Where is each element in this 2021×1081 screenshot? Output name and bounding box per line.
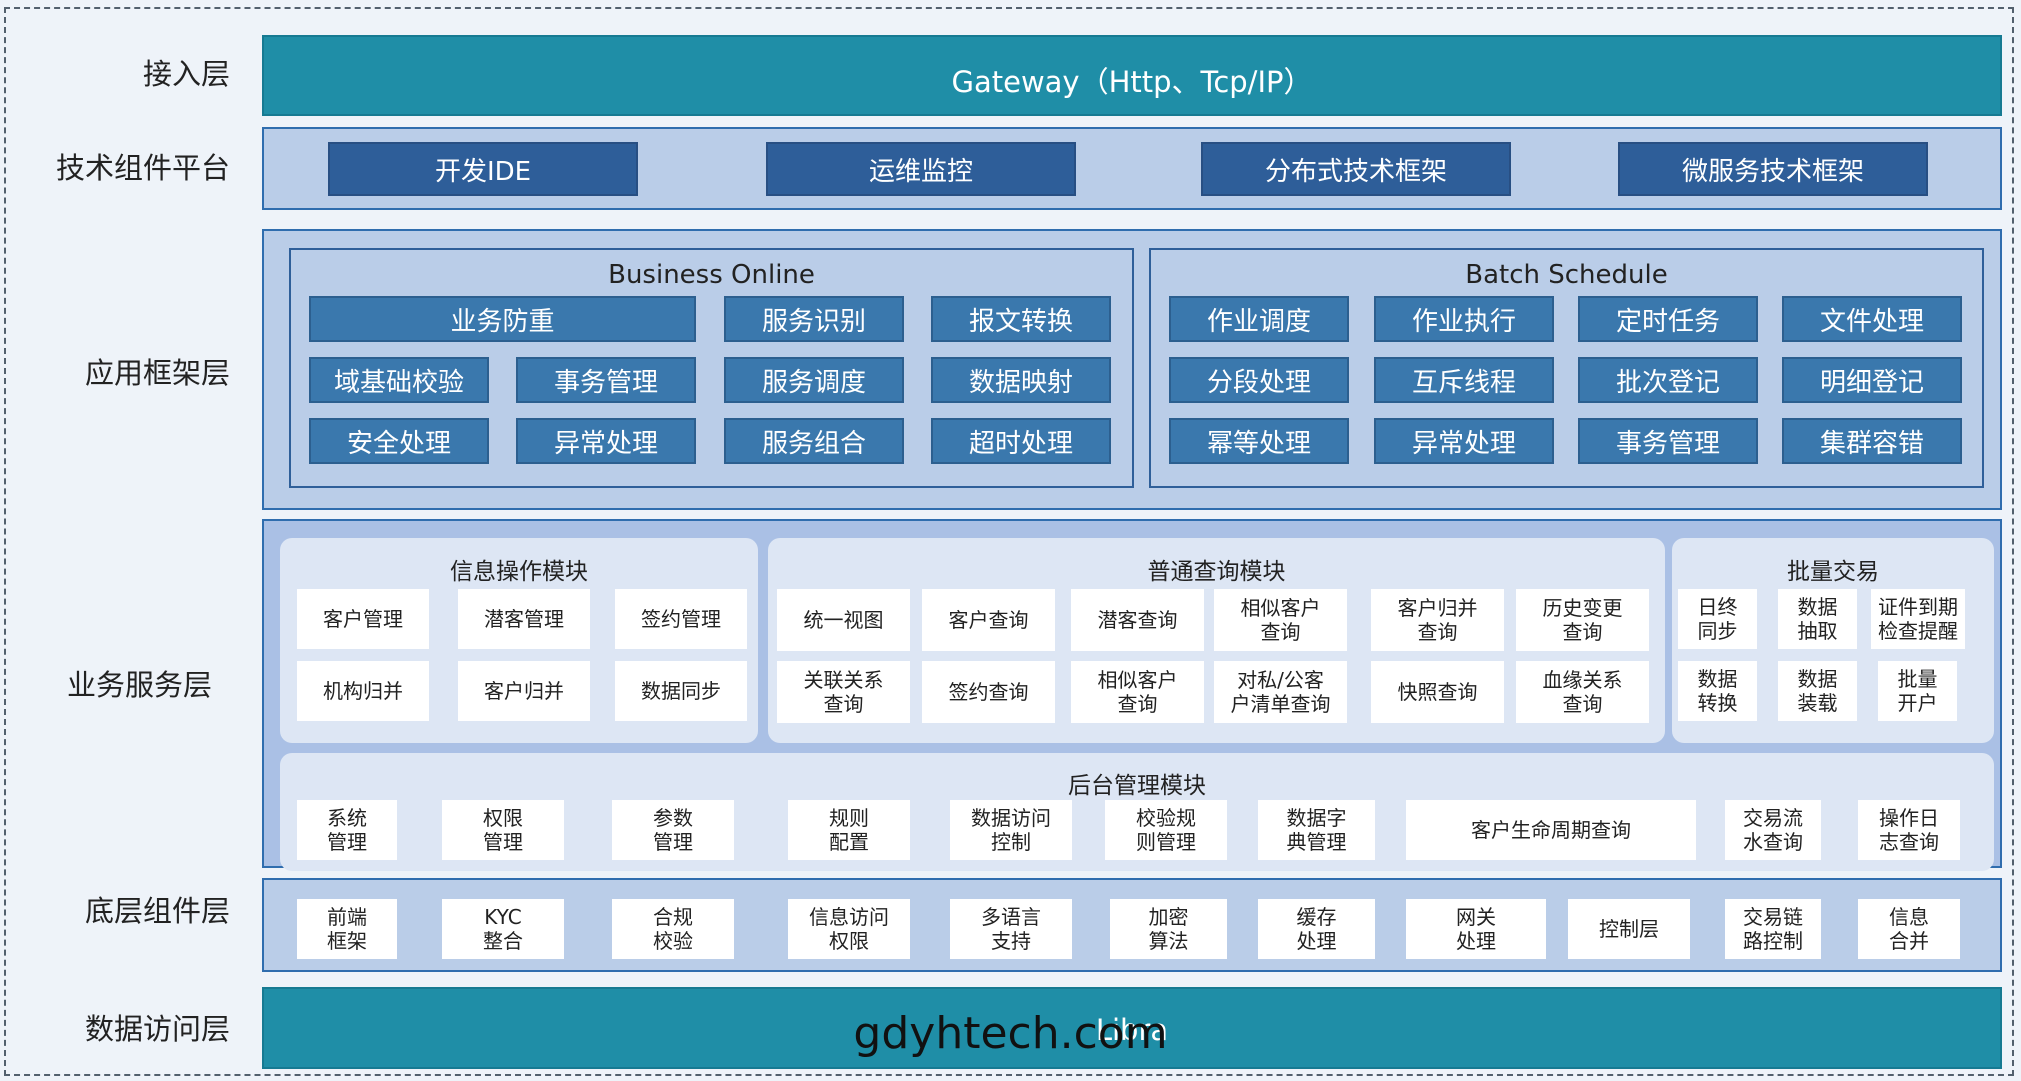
business-online-title: Business Online xyxy=(608,260,815,290)
base-component-item: 缓存 处理 xyxy=(1258,899,1375,959)
batch-schedule-item: 作业调度 xyxy=(1169,296,1349,342)
layer-label-business-service: 业务服务层 xyxy=(66,668,212,702)
admin-module-item: 交易流 水查询 xyxy=(1725,800,1821,860)
batch-schedule-item: 幂等处理 xyxy=(1169,418,1349,464)
admin-module-item: 数据字 典管理 xyxy=(1258,800,1375,860)
query-module-item: 对私/公客 户清单查询 xyxy=(1214,661,1347,723)
business-online-item: 业务防重 xyxy=(309,296,696,342)
business-online-item: 事务管理 xyxy=(516,357,696,403)
base-component-item: 交易链 路控制 xyxy=(1725,899,1821,959)
batch-schedule-frame: Batch Schedule xyxy=(1149,248,1984,488)
data-access-band: Libra xyxy=(262,987,2002,1069)
admin-module-title: 后台管理模块 xyxy=(1068,773,1206,799)
info-module-item: 客户管理 xyxy=(297,589,429,649)
batch-schedule-item: 作业执行 xyxy=(1374,296,1554,342)
base-component-item: 控制层 xyxy=(1568,899,1690,959)
admin-module-item: 系统 管理 xyxy=(297,800,397,860)
business-online-item: 超时处理 xyxy=(931,418,1111,464)
layer-label-data-access: 数据访问层 xyxy=(84,1012,230,1046)
batch-schedule-item: 明细登记 xyxy=(1782,357,1962,403)
business-online-item: 数据映射 xyxy=(931,357,1111,403)
tech-component-box: 开发IDE xyxy=(328,142,638,196)
base-component-item: 网关 处理 xyxy=(1406,899,1546,959)
batch-trade-item: 数据 装载 xyxy=(1778,661,1857,721)
tech-component-box: 微服务技术框架 xyxy=(1618,142,1928,196)
batch-trade-module-title: 批量交易 xyxy=(1787,559,1879,585)
batch-schedule-item: 异常处理 xyxy=(1374,418,1554,464)
batch-schedule-item: 批次登记 xyxy=(1578,357,1758,403)
info-module-item: 签约管理 xyxy=(615,589,747,649)
tech-component-box: 运维监控 xyxy=(766,142,1076,196)
info-module-title: 信息操作模块 xyxy=(450,559,588,585)
batch-trade-item: 证件到期 检查提醒 xyxy=(1871,589,1965,649)
base-component-item: 合规 校验 xyxy=(612,899,734,959)
batch-schedule-item: 事务管理 xyxy=(1578,418,1758,464)
gateway-band: Gateway（Http、Tcp/IP） xyxy=(262,35,2002,116)
batch-trade-item: 日终 同步 xyxy=(1678,589,1757,649)
admin-module-item: 权限 管理 xyxy=(442,800,564,860)
business-online-item: 服务调度 xyxy=(724,357,904,403)
query-module-item: 快照查询 xyxy=(1371,661,1504,723)
business-online-item: 服务组合 xyxy=(724,418,904,464)
query-module-item: 关联关系 查询 xyxy=(777,661,910,723)
base-component-item: 信息 合并 xyxy=(1858,899,1960,959)
admin-module-item: 规则 配置 xyxy=(788,800,910,860)
batch-trade-item: 数据 转换 xyxy=(1678,661,1757,721)
layer-label-base-component: 底层组件层 xyxy=(84,894,230,928)
admin-module-item: 数据访问 控制 xyxy=(950,800,1072,860)
batch-schedule-item: 文件处理 xyxy=(1782,296,1962,342)
base-component-item: 加密 算法 xyxy=(1110,899,1227,959)
info-module-item: 数据同步 xyxy=(615,661,747,721)
query-module-item: 血缘关系 查询 xyxy=(1516,661,1649,723)
batch-trade-item: 批量 开户 xyxy=(1878,661,1957,721)
query-module-title: 普通查询模块 xyxy=(1147,559,1286,585)
layer-label-app-framework: 应用框架层 xyxy=(84,356,230,390)
admin-module-item: 客户生命周期查询 xyxy=(1406,800,1696,860)
base-component-item: 前端 框架 xyxy=(297,899,397,959)
business-online-item: 域基础校验 xyxy=(309,357,489,403)
query-module-item: 客户查询 xyxy=(922,589,1055,651)
tech-component-box: 分布式技术框架 xyxy=(1201,142,1511,196)
query-module-item: 相似客户 查询 xyxy=(1214,589,1347,651)
query-module-item: 签约查询 xyxy=(922,661,1055,723)
business-online-item: 安全处理 xyxy=(309,418,489,464)
batch-schedule-item: 集群容错 xyxy=(1782,418,1962,464)
layer-label-tech-platform: 技术组件平台 xyxy=(55,151,230,185)
admin-module-item: 参数 管理 xyxy=(612,800,734,860)
admin-module-item: 操作日 志查询 xyxy=(1858,800,1960,860)
info-module-item: 机构归并 xyxy=(297,661,429,721)
query-module-item: 历史变更 查询 xyxy=(1516,589,1649,651)
business-online-item: 报文转换 xyxy=(931,296,1111,342)
watermark-text: gdyhtech.com xyxy=(853,1008,1168,1059)
query-module-item: 客户归并 查询 xyxy=(1371,589,1504,651)
query-module-item: 相似客户 查询 xyxy=(1071,661,1204,723)
batch-trade-item: 数据 抽取 xyxy=(1778,589,1857,649)
base-component-item: KYC 整合 xyxy=(442,899,564,959)
business-online-frame: Business Online xyxy=(289,248,1134,488)
batch-schedule-title: Batch Schedule xyxy=(1465,260,1668,290)
gateway-label: Gateway（Http、Tcp/IP） xyxy=(951,65,1313,99)
base-component-item: 多语言 支持 xyxy=(950,899,1072,959)
batch-schedule-item: 互斥线程 xyxy=(1374,357,1554,403)
query-module-item: 潜客查询 xyxy=(1071,589,1204,651)
data-access-label: Libra xyxy=(1095,1013,1169,1047)
outer-dashed-frame xyxy=(4,7,2014,1076)
business-online-item: 异常处理 xyxy=(516,418,696,464)
batch-schedule-item: 定时任务 xyxy=(1578,296,1758,342)
query-module-item: 统一视图 xyxy=(777,589,910,651)
batch-schedule-item: 分段处理 xyxy=(1169,357,1349,403)
business-online-item: 服务识别 xyxy=(724,296,904,342)
base-component-item: 信息访问 权限 xyxy=(788,899,910,959)
info-module-item: 客户归并 xyxy=(458,661,590,721)
admin-module-item: 校验规 则管理 xyxy=(1105,800,1227,860)
info-module-item: 潜客管理 xyxy=(458,589,590,649)
layer-label-access: 接入层 xyxy=(142,57,230,91)
